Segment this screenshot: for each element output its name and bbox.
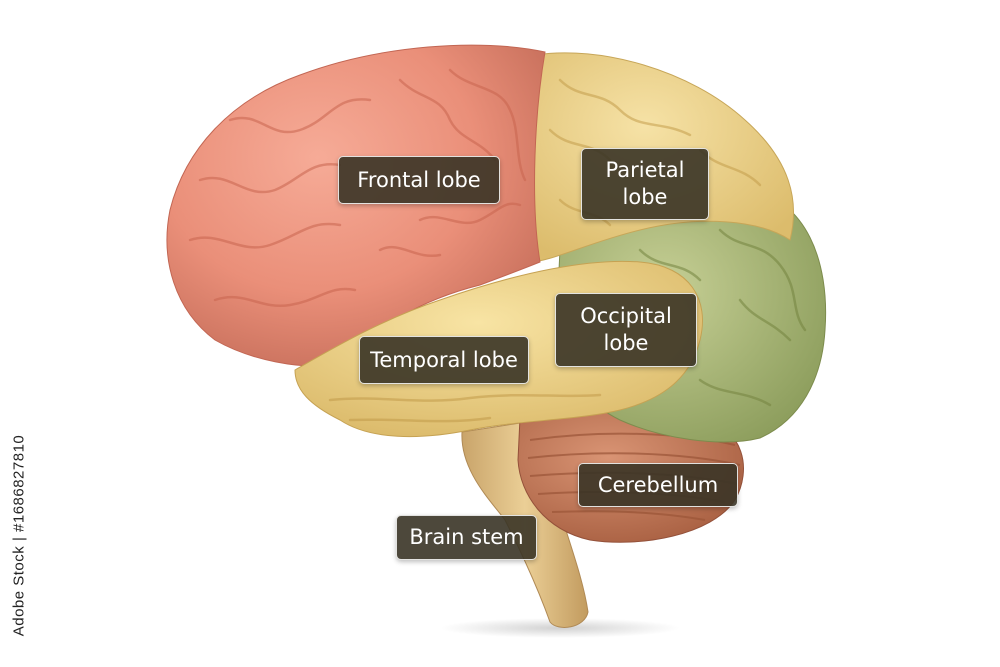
- floor-shadow: [440, 618, 680, 638]
- temporal-lobe-label: Temporal lobe: [359, 336, 529, 384]
- occipital-gyri: [638, 228, 807, 407]
- stock-watermark-id: Adobe Stock | #1686827810: [6, 420, 32, 650]
- cerebellum-label: Cerebellum: [578, 463, 738, 507]
- brain-stem-label: Brain stem: [396, 515, 537, 560]
- frontal-lobe-label: Frontal lobe: [338, 156, 500, 204]
- occipital-lobe-label: Occipital lobe: [555, 293, 697, 367]
- stock-id-text: Adobe Stock | #1686827810: [10, 434, 28, 636]
- frontal-lobe-shape: [166, 44, 546, 367]
- temporal-gyri: [328, 393, 602, 423]
- parietal-lobe-label: Parietal lobe: [581, 148, 709, 220]
- frontal-gyri: [188, 68, 527, 308]
